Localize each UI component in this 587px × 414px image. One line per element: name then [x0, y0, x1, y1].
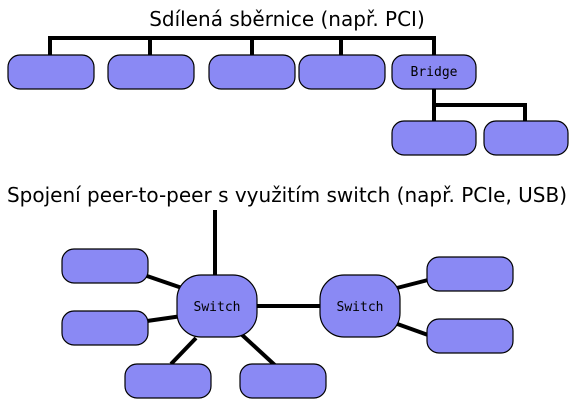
p2p-device-bottom-2	[239, 363, 327, 399]
p2p-device-bottom-1	[124, 363, 212, 399]
shared-bus-title: Sdílená sběrnice (např. PCI)	[149, 7, 425, 31]
bus-device-4	[298, 54, 386, 90]
shared-bus-wires	[48, 36, 527, 122]
switch-node-2	[319, 274, 401, 338]
switch1-to-bottom-2	[238, 331, 280, 370]
p2p-device-left-bottom	[61, 310, 149, 346]
shared-bus-devices: Bridge	[7, 54, 569, 156]
switch1-to-left-top	[146, 274, 183, 290]
p2p-device-right-top	[426, 256, 514, 292]
switch-1-label: Switch	[194, 300, 241, 315]
peer-to-peer-devices: Switch Switch	[61, 248, 514, 399]
bus-device-1	[7, 54, 95, 90]
switch-node-1	[176, 274, 258, 338]
peer-to-peer-title: Spojení peer-to-peer s využitím switch (…	[7, 183, 567, 207]
switch1-to-bottom-1	[169, 336, 198, 366]
p2p-device-right-bottom	[426, 318, 514, 354]
bridge-label: Bridge	[411, 65, 458, 80]
bus-device-2	[107, 54, 195, 90]
bus-device-3	[208, 54, 296, 90]
switch1-to-left-bottom	[146, 314, 183, 323]
switch-2-label: Switch	[337, 300, 384, 315]
secondary-device-2	[483, 120, 569, 156]
bridge-node	[391, 54, 477, 90]
secondary-device-1	[391, 120, 477, 156]
p2p-device-left-top	[61, 248, 149, 284]
